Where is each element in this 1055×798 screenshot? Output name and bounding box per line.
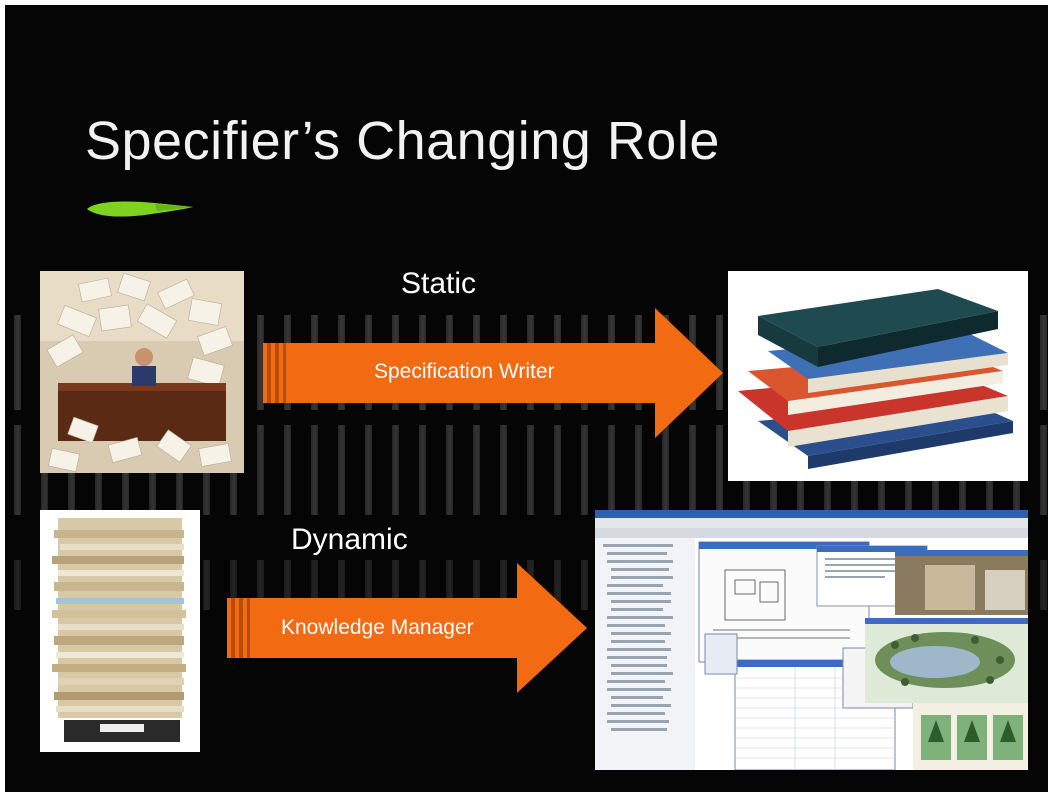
messy-desk-photo	[40, 271, 244, 473]
dynamic-label: Dynamic	[291, 523, 408, 556]
knowledge-manager-text: Knowledge Manager	[281, 616, 474, 639]
specification-writer-text: Specification Writer	[374, 360, 555, 383]
slide: Specifier’s Changing Role Static Dynamic	[5, 5, 1048, 792]
arrow-specification-writer	[263, 308, 723, 438]
arrow-knowledge-manager	[227, 563, 587, 693]
paper-stack-photo	[40, 510, 200, 752]
software-screenshot-collage	[595, 510, 1028, 770]
green-brush-stroke	[87, 201, 193, 217]
book-stack-photo	[728, 271, 1028, 481]
slide-title: Specifier’s Changing Role	[85, 111, 720, 171]
static-label: Static	[401, 267, 477, 300]
